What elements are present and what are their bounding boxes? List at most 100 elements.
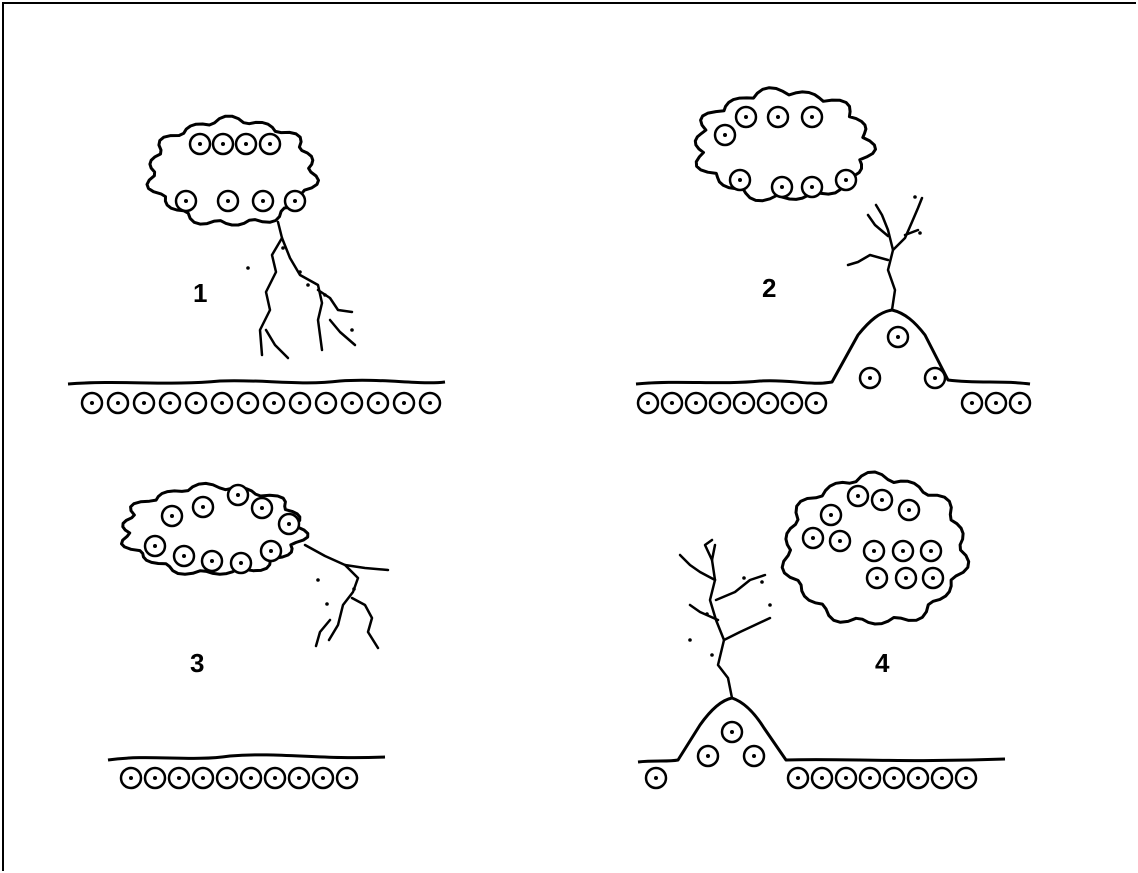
lightning-branch <box>330 320 355 345</box>
ground-4 <box>638 698 1005 762</box>
charge-symbol <box>238 393 258 413</box>
charge-symbol <box>715 125 735 145</box>
charge-symbol <box>420 393 440 413</box>
charge-symbol <box>836 768 856 788</box>
lightning-branch <box>266 330 288 358</box>
charge-symbol <box>193 497 213 517</box>
panel-3-label: 3 <box>190 650 204 676</box>
charge-symbol <box>812 768 832 788</box>
charge-symbol <box>736 107 756 127</box>
lightning-branch <box>318 290 352 312</box>
lightning-branch <box>352 598 378 648</box>
charge-symbol <box>821 505 841 525</box>
charge-symbol <box>260 134 280 154</box>
charge-symbol <box>864 541 884 561</box>
charge-symbol <box>802 177 822 197</box>
charge-symbol <box>803 528 823 548</box>
charge-symbol <box>734 393 754 413</box>
speck <box>352 587 356 591</box>
charge-symbol <box>316 393 336 413</box>
lightning-branch <box>716 575 765 600</box>
charge-symbol <box>174 546 194 566</box>
charge-symbol <box>962 393 982 413</box>
speck <box>350 328 354 332</box>
speck <box>306 283 310 287</box>
lightning-branch <box>316 620 330 646</box>
charge-symbol <box>896 568 916 588</box>
charge-symbol <box>218 191 238 211</box>
charge-symbol <box>921 541 941 561</box>
speck <box>316 578 320 582</box>
charge-symbol <box>162 506 182 526</box>
charge-symbol <box>290 393 310 413</box>
charge-symbol <box>160 393 180 413</box>
charge-symbol <box>956 768 976 788</box>
lightning-branch <box>282 238 322 350</box>
charge-symbol <box>190 134 210 154</box>
charge-symbol <box>231 553 251 573</box>
charge-symbol <box>698 746 718 766</box>
charge-symbol <box>893 541 913 561</box>
speck <box>918 231 922 235</box>
lightning-branch <box>345 565 388 570</box>
speck <box>281 246 285 250</box>
charge-symbol <box>285 191 305 211</box>
charge-symbol <box>264 393 284 413</box>
speck <box>323 293 327 297</box>
charge-symbol <box>253 191 273 211</box>
charge-symbol <box>860 768 880 788</box>
charge-symbol <box>730 170 750 190</box>
charge-symbol <box>134 393 154 413</box>
charge-symbol <box>925 368 945 388</box>
lightning-branch <box>305 545 358 640</box>
speck <box>688 638 692 642</box>
charge-symbol <box>802 107 822 127</box>
charge-symbol <box>986 393 1006 413</box>
lightning-branch <box>260 222 282 355</box>
charge-symbol <box>279 514 299 534</box>
charge-symbol <box>241 768 261 788</box>
charge-symbol <box>638 393 658 413</box>
charge-symbol <box>772 177 792 197</box>
charge-symbol <box>830 531 850 551</box>
charge-symbol <box>888 327 908 347</box>
charge-symbol <box>646 768 666 788</box>
charge-symbol <box>368 393 388 413</box>
charge-symbol <box>108 393 128 413</box>
lightning-branch <box>724 618 770 640</box>
charge-symbol <box>867 568 887 588</box>
speck <box>768 603 772 607</box>
charge-symbol <box>662 393 682 413</box>
charge-symbol <box>872 490 892 510</box>
ground-3 <box>108 755 385 760</box>
panel-2-label: 2 <box>762 275 776 301</box>
charge-symbol <box>394 393 414 413</box>
charge-symbol <box>744 746 764 766</box>
charge-symbol <box>82 393 102 413</box>
charge-symbol <box>848 486 868 506</box>
charge-symbol <box>806 393 826 413</box>
charge-symbol <box>884 768 904 788</box>
charge-symbol <box>145 536 165 556</box>
charge-symbol <box>212 393 232 413</box>
charge-symbol <box>261 541 281 561</box>
panel-1-label: 1 <box>193 280 207 306</box>
charge-symbol <box>923 568 943 588</box>
charge-symbol <box>782 393 802 413</box>
charge-symbol <box>899 500 919 520</box>
charge-symbol <box>186 393 206 413</box>
charge-symbol <box>236 134 256 154</box>
lightning-branch <box>710 545 732 698</box>
charge-symbol <box>289 768 309 788</box>
speck <box>913 195 917 199</box>
lightning-branch <box>848 255 888 265</box>
ground-2 <box>636 310 1030 384</box>
charge-symbol <box>722 722 742 742</box>
charge-symbol <box>265 768 285 788</box>
charge-symbol <box>686 393 706 413</box>
ground-1 <box>68 380 445 384</box>
charge-symbol <box>710 393 730 413</box>
speck <box>760 580 764 584</box>
charge-symbol <box>758 393 778 413</box>
